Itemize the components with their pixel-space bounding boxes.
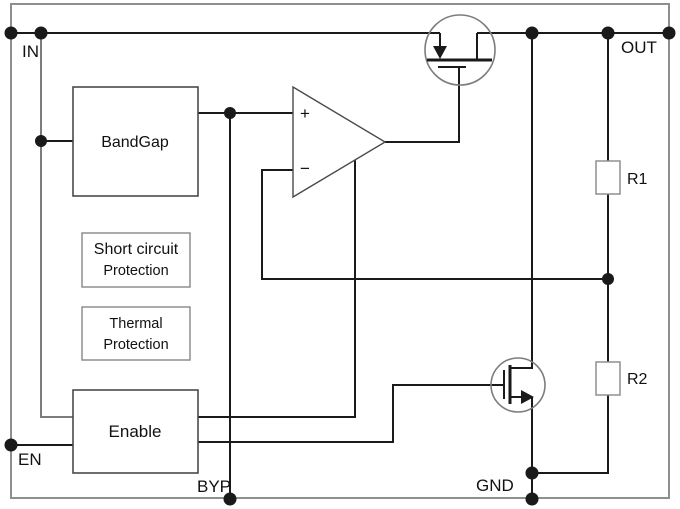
nmos-arrow-right-icon — [521, 390, 534, 404]
short-circuit-box — [81, 232, 191, 288]
error-amplifier: + − — [292, 85, 387, 199]
enable-box — [72, 389, 199, 474]
thermal-protection-block: Thermal Protection — [81, 306, 191, 361]
junction-dot-byp-tap — [224, 107, 236, 119]
r2-to-gnd-wire — [532, 395, 609, 474]
opamp-triangle — [292, 85, 387, 199]
r1-resistor: R1 — [595, 160, 648, 195]
byp-pin-label: BYP — [197, 477, 231, 496]
bandgap-block: BandGap — [72, 86, 199, 197]
opamp-minus-input-label: − — [300, 159, 310, 178]
in-pin-dot — [4, 26, 18, 40]
enable-to-opamp-wire — [198, 160, 356, 418]
r2-label: R2 — [627, 371, 648, 388]
gnd-pin-label: GND — [476, 476, 514, 495]
en-pin-label: EN — [18, 450, 42, 469]
junction-dot-bandgap-input — [35, 135, 47, 147]
junction-dot-r1-rail — [601, 26, 615, 40]
opamp-output-wire — [385, 67, 460, 143]
pmos-body-circle — [424, 14, 496, 86]
junction-dot-feedback-tap — [602, 273, 614, 285]
byp-pin-dot — [223, 492, 237, 506]
bandgap-box — [72, 86, 199, 197]
in-pin-label: IN — [22, 42, 39, 61]
nmos-transistor — [490, 357, 546, 413]
thermal-box — [81, 306, 191, 361]
r1-box — [595, 160, 621, 195]
feedback-wire — [261, 169, 608, 280]
enable-block: Enable — [72, 389, 199, 474]
ic-boundary — [10, 3, 670, 499]
junction-dot-gnd-node — [525, 466, 539, 480]
in-branch-wire — [40, 33, 73, 418]
short-circuit-label-line1: Short circuit — [94, 241, 179, 258]
r2-box — [595, 361, 621, 396]
short-circuit-protection-block: Short circuit Protection — [81, 232, 191, 288]
junction-dot-vin-branch — [34, 26, 48, 40]
r2-resistor: R2 — [595, 361, 648, 396]
gnd-pin-dot — [525, 492, 539, 506]
out-to-nmos-drain-wire — [510, 33, 533, 369]
bandgap-label: BandGap — [101, 134, 169, 151]
nmos-body-circle — [490, 357, 546, 413]
r1-label: R1 — [627, 171, 648, 188]
thermal-label-line1: Thermal — [109, 316, 162, 332]
en-pin-dot — [4, 438, 18, 452]
junction-dot-nmos-rail — [525, 26, 539, 40]
enable-to-nmos-gate-wire — [198, 384, 504, 443]
pmos-arrow-down-icon — [433, 46, 447, 59]
pmos-pass-transistor — [424, 14, 496, 86]
enable-label: Enable — [109, 422, 162, 441]
out-pin-label: OUT — [621, 38, 657, 57]
opamp-plus-input-label: + — [300, 104, 310, 123]
out-pin-dot — [662, 26, 676, 40]
thermal-label-line2: Protection — [103, 337, 168, 353]
short-circuit-label-line2: Protection — [103, 263, 168, 279]
